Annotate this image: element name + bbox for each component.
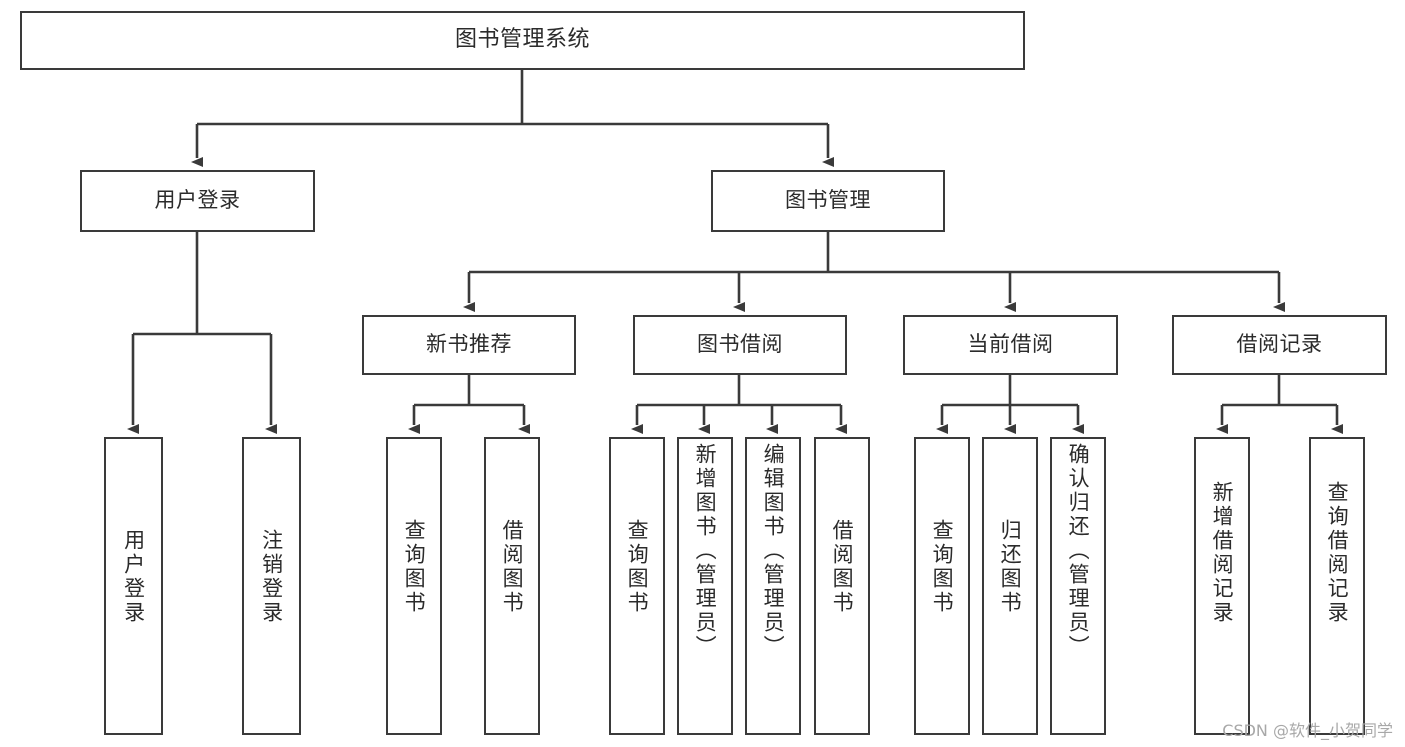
node-label: 查询图书 [625, 519, 650, 615]
node-label: 用户登录 [154, 188, 241, 213]
node-label: 借阅记录 [1236, 332, 1323, 357]
node-label: 查询图书 [930, 519, 955, 615]
leaf-user-login[interactable]: 用户登录 [104, 437, 163, 735]
node-label: 查询图书 [402, 519, 427, 615]
node-label: 注销登录 [259, 529, 284, 625]
node-new-book-recommend[interactable]: 新书推荐 [362, 315, 576, 375]
node-label: 确认归还（管理员） [1066, 443, 1091, 659]
node-label: 借阅图书 [500, 519, 525, 615]
node-user-login[interactable]: 用户登录 [80, 170, 315, 232]
node-label: 新书推荐 [426, 332, 512, 357]
node-label: 用户登录 [121, 529, 146, 625]
leaf-borrow-book-recommend[interactable]: 借阅图书 [484, 437, 540, 735]
leaf-add-book-admin[interactable]: 新增图书（管理员） [677, 437, 733, 735]
leaf-return-book[interactable]: 归还图书 [982, 437, 1038, 735]
leaf-query-borrow-record[interactable]: 查询借阅记录 [1309, 437, 1365, 735]
leaf-query-book-borrow[interactable]: 查询图书 [609, 437, 665, 735]
node-borrow-records[interactable]: 借阅记录 [1172, 315, 1387, 375]
node-label: 编辑图书（管理员） [761, 443, 786, 659]
leaf-edit-book-admin[interactable]: 编辑图书（管理员） [745, 437, 801, 735]
node-label: 图书借阅 [697, 332, 783, 357]
node-label: 查询借阅记录 [1325, 481, 1350, 625]
node-label: 当前借阅 [967, 332, 1054, 357]
leaf-query-book-current[interactable]: 查询图书 [914, 437, 970, 735]
leaf-add-borrow-record[interactable]: 新增借阅记录 [1194, 437, 1250, 735]
node-current-borrow[interactable]: 当前借阅 [903, 315, 1118, 375]
leaf-confirm-return-admin[interactable]: 确认归还（管理员） [1050, 437, 1106, 735]
node-label: 图书管理系统 [454, 27, 590, 53]
leaf-borrow-book[interactable]: 借阅图书 [814, 437, 870, 735]
leaf-query-book-recommend[interactable]: 查询图书 [386, 437, 442, 735]
node-book-management[interactable]: 图书管理 [711, 170, 945, 232]
node-label: 新增借阅记录 [1210, 481, 1235, 625]
node-book-borrow[interactable]: 图书借阅 [633, 315, 847, 375]
leaf-logout[interactable]: 注销登录 [242, 437, 301, 735]
node-label: 新增图书（管理员） [693, 443, 718, 659]
node-root-system[interactable]: 图书管理系统 [20, 11, 1025, 70]
node-label: 借阅图书 [830, 519, 855, 615]
node-label: 归还图书 [998, 519, 1023, 615]
node-label: 图书管理 [785, 188, 871, 213]
